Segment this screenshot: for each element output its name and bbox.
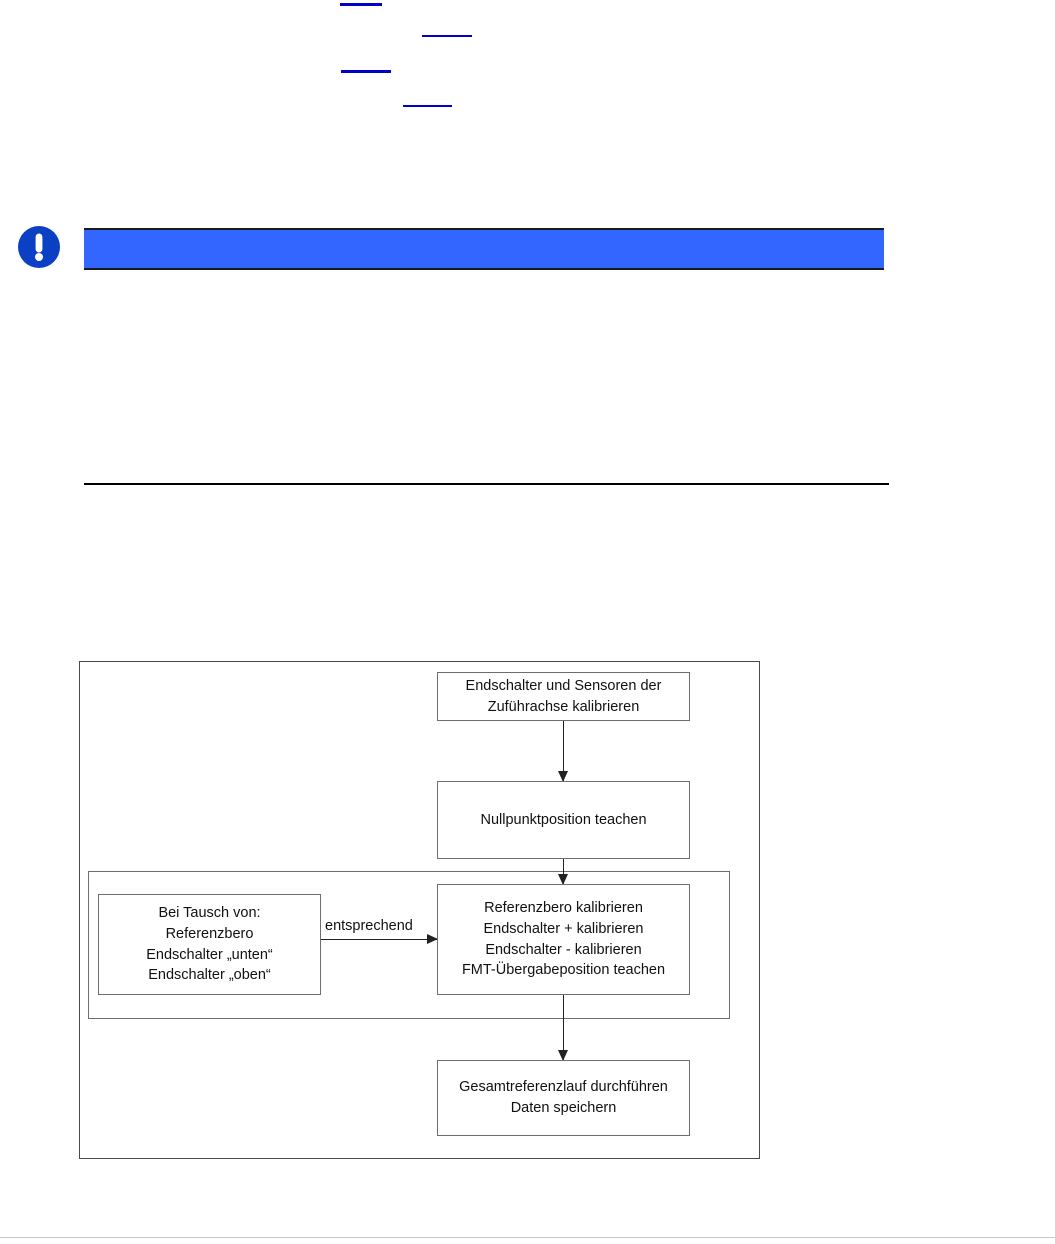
- notice-text-bar: [84, 228, 884, 270]
- flow-node-referenz-line-2: Endschalter + kalibrieren: [483, 920, 644, 937]
- flow-node-tausch: Bei Tausch von: Referenzbero Endschalter…: [98, 894, 321, 995]
- flow-node-referenz-line-1: Referenzbero kalibrieren: [484, 900, 643, 917]
- flow-node-nullpunkt-line-1: Nullpunktposition teachen: [480, 811, 647, 828]
- link-underline-4[interactable]: [403, 105, 452, 107]
- notice-callout: [0, 212, 1055, 292]
- flow-node-tausch-line-4: Endschalter „oben“: [148, 967, 271, 984]
- exclamation-circle-icon: [16, 224, 62, 270]
- flow-node-referenz-line-3: Endschalter - kalibrieren: [485, 941, 642, 958]
- flow-node-tausch-line-3: Endschalter „unten“: [146, 946, 273, 963]
- flow-node-nullpunkt: Nullpunktposition teachen: [437, 781, 690, 859]
- flow-node-calibrate: Endschalter und Sensoren der Zuführachse…: [437, 672, 690, 721]
- flow-edge-label-entsprechend: entsprechend: [322, 918, 416, 936]
- flow-arrow-referenz-to-gesamt: [558, 995, 568, 1061]
- flow-node-tausch-line-1: Bei Tausch von:: [158, 905, 261, 922]
- flow-arrow-calibrate-to-nullpunkt: [558, 721, 568, 782]
- section-divider: [84, 483, 889, 485]
- flow-node-gesamt-line-2: Daten speichern: [510, 1100, 617, 1116]
- flow-node-referenz: Referenzbero kalibrieren Endschalter + k…: [437, 884, 690, 995]
- flow-node-calibrate-line-1: Endschalter und Sensoren der: [465, 677, 662, 694]
- page-footer-rule: [0, 1237, 1055, 1238]
- flowchart-group-box: [88, 871, 730, 1019]
- link-underline-3[interactable]: [341, 70, 391, 73]
- flow-node-tausch-line-2: Referenzbero: [165, 925, 254, 942]
- flow-node-gesamt-line-1: Gesamtreferenzlauf durchführen: [459, 1079, 668, 1096]
- link-underline-1[interactable]: [340, 3, 382, 6]
- flow-arrow-tausch-to-referenz: [321, 934, 438, 944]
- flow-arrow-nullpunkt-to-referenz: [558, 859, 568, 885]
- flow-node-calibrate-line-2: Zuführachse kalibrieren: [487, 698, 640, 715]
- flow-node-gesamt: Gesamtreferenzlauf durchführen Daten spe…: [437, 1060, 690, 1136]
- flow-node-referenz-line-4: FMT-Übergabeposition teachen: [461, 962, 666, 979]
- link-underline-2[interactable]: [422, 35, 472, 37]
